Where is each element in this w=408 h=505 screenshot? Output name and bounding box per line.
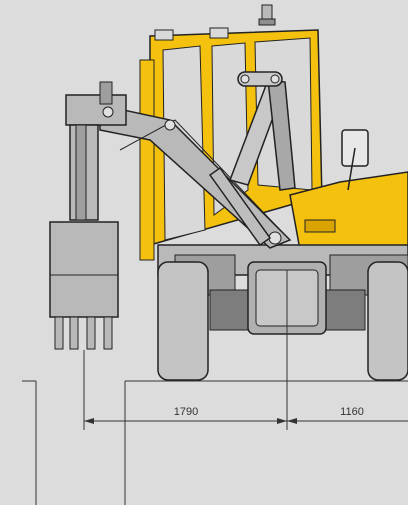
- dimension-label-1790: 1790: [174, 406, 198, 418]
- dimension-1160: 1160: [287, 406, 408, 424]
- wheels: [157, 261, 408, 381]
- dimension-label-1160: 1160: [340, 406, 364, 418]
- beacon: [258, 4, 276, 26]
- arm: [65, 81, 127, 221]
- engine-hood: [289, 129, 408, 251]
- dimension-1790: 1790: [84, 406, 287, 424]
- bucket: [49, 221, 119, 350]
- hydraulic-cylinders: [208, 71, 296, 247]
